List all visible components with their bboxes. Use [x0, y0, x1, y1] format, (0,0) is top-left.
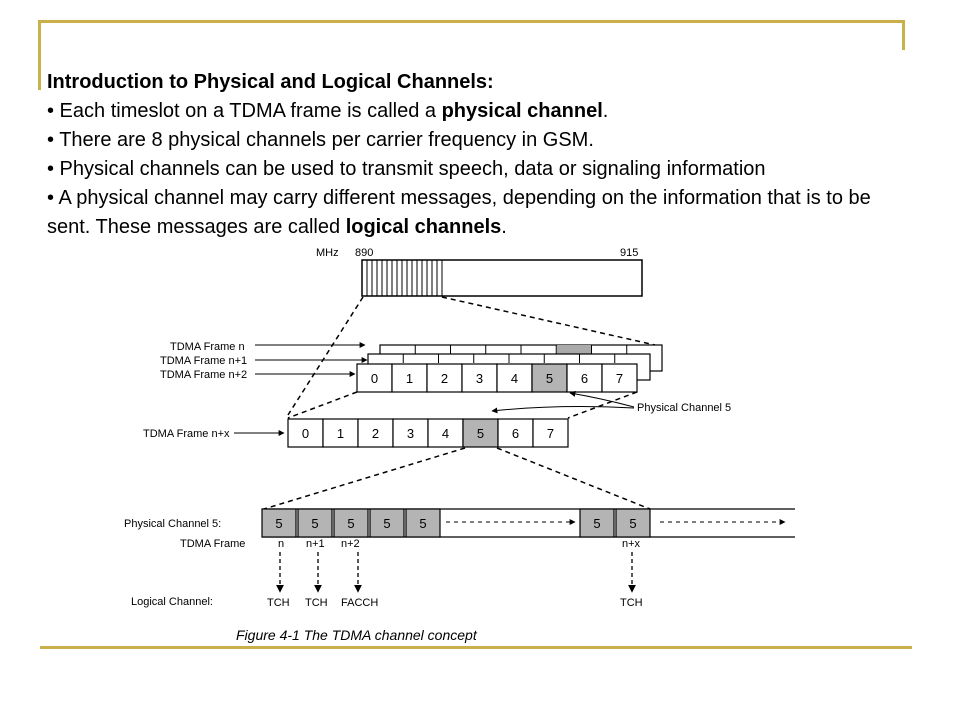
frame-label-nx: TDMA Frame n+x: [143, 428, 230, 440]
bullet-4-suffix: .: [501, 216, 507, 238]
slide-text: Introduction to Physical and Logical Cha…: [47, 68, 917, 242]
front-slot-2: [426, 363, 463, 393]
front-slot-label-5: 5: [546, 371, 553, 386]
channel-cell-label: 5: [311, 516, 318, 531]
channel-cell-label: 5: [593, 516, 600, 531]
channel-row-label: Physical Channel 5:: [124, 518, 221, 530]
logical-channel-2: TCH: [305, 597, 328, 609]
nx-slot-7: [532, 418, 569, 448]
nx-slot-label-7: 7: [547, 426, 554, 441]
zoom-line-channel-right: [496, 447, 651, 510]
nx-slot-label-1: 1: [337, 426, 344, 441]
bullet-1-text: • Each timeslot on a TDMA frame is calle…: [47, 100, 442, 122]
top-rule: [38, 20, 904, 23]
bullet-4: • A physical channel may carry different…: [47, 184, 917, 242]
arrow-pc5-top: [569, 390, 635, 408]
bullet-3-text: • Physical channels can be used to trans…: [47, 158, 766, 180]
logical-channel-1: TCH: [267, 597, 290, 609]
front-slot-label-1: 1: [406, 371, 413, 386]
front-slot-7: [601, 363, 638, 393]
front-slot-4: [496, 363, 533, 393]
bullet-1: • Each timeslot on a TDMA frame is calle…: [47, 97, 917, 126]
frame-index-n: n: [278, 538, 284, 550]
zoom-line-left: [287, 296, 364, 416]
zoom-line-channel-left: [263, 447, 466, 510]
channel-cell-label: 5: [383, 516, 390, 531]
channel-cell-label: 5: [347, 516, 354, 531]
slide-heading: Introduction to Physical and Logical Cha…: [47, 71, 494, 93]
physical-channel-label: Physical Channel 5: [637, 402, 731, 414]
frame-label-n: TDMA Frame n: [170, 341, 245, 353]
front-slot-5: [531, 363, 568, 393]
logical-channel-3: FACCH: [341, 597, 378, 609]
front-slot-0: [356, 363, 393, 393]
frame-label-n1: TDMA Frame n+1: [160, 355, 247, 367]
frame-index-n2: n+2: [341, 538, 360, 550]
channel-cell: [297, 508, 333, 538]
frame-row-label: TDMA Frame: [180, 538, 245, 550]
front-slot-label-0: 0: [371, 371, 378, 386]
nx-slot-5: [462, 418, 499, 448]
nx-slot-label-2: 2: [372, 426, 379, 441]
frame-index-n1: n+1: [306, 538, 325, 550]
front-slot-label-7: 7: [616, 371, 623, 386]
arrow-pc5-bottom: [491, 406, 635, 414]
channel-cell: [579, 508, 615, 538]
front-slot-label-2: 2: [441, 371, 448, 386]
frequency-band: [361, 259, 643, 297]
figure-caption: Figure 4-1 The TDMA channel concept: [236, 627, 478, 643]
bullet-3: • Physical channels can be used to trans…: [47, 155, 917, 184]
channel-cell: [333, 508, 369, 538]
frame-label-n2: TDMA Frame n+2: [160, 369, 247, 381]
bullet-1-suffix: .: [602, 100, 609, 122]
zoom-line-nx-right: [567, 391, 638, 419]
freq-start: 890: [355, 247, 373, 259]
nx-slot-6: [497, 418, 534, 448]
carrier-lines: [366, 260, 443, 296]
channel-cell: [405, 508, 441, 538]
front-slot-3: [461, 363, 498, 393]
bullet-4-text: • A physical channel may carry different…: [47, 187, 871, 238]
front-slot-6: [566, 363, 603, 393]
channel-cell: [261, 508, 297, 538]
frame-index-nx: n+x: [622, 538, 641, 550]
nx-slot-3: [392, 418, 429, 448]
frame-front: 0 1 2 3 4 5 6 7: [356, 363, 638, 393]
channel-cell-label: 5: [629, 516, 636, 531]
front-slot-label-4: 4: [511, 371, 518, 386]
channel-cell-label: 5: [275, 516, 282, 531]
bullet-4-bold: logical channels: [345, 216, 502, 238]
zoom-line-nx-left: [287, 391, 358, 419]
channel-cell: [615, 508, 651, 538]
channel-cell-label: 5: [419, 516, 426, 531]
nx-slot-label-5: 5: [477, 426, 484, 441]
bullet-2: • There are 8 physical channels per carr…: [47, 126, 917, 155]
zoom-line-right: [441, 296, 656, 346]
freq-end: 915: [620, 247, 638, 259]
front-slot-label-6: 6: [581, 371, 588, 386]
bottom-rule: [40, 646, 912, 649]
frame-nx: 0 1 2 3 4 5 6 7: [287, 418, 569, 448]
bullet-1-bold: physical channel: [441, 100, 603, 122]
top-left-rule-vertical: [38, 20, 41, 90]
channel-cells: 5 5 5 5 5 5 5: [261, 508, 651, 538]
freq-unit: MHz: [316, 247, 339, 259]
nx-slot-label-0: 0: [302, 426, 309, 441]
logical-label: Logical Channel:: [131, 596, 213, 608]
logical-channel-4: TCH: [620, 597, 643, 609]
nx-slot-label-6: 6: [512, 426, 519, 441]
nx-slot-label-4: 4: [442, 426, 449, 441]
bullet-2-text: • There are 8 physical channels per carr…: [47, 129, 594, 151]
nx-slot-label-3: 3: [407, 426, 414, 441]
nx-slot-2: [357, 418, 394, 448]
top-right-rule-vertical: [902, 20, 905, 50]
channel-cell: [369, 508, 405, 538]
front-slot-1: [391, 363, 428, 393]
front-slot-label-3: 3: [476, 371, 483, 386]
